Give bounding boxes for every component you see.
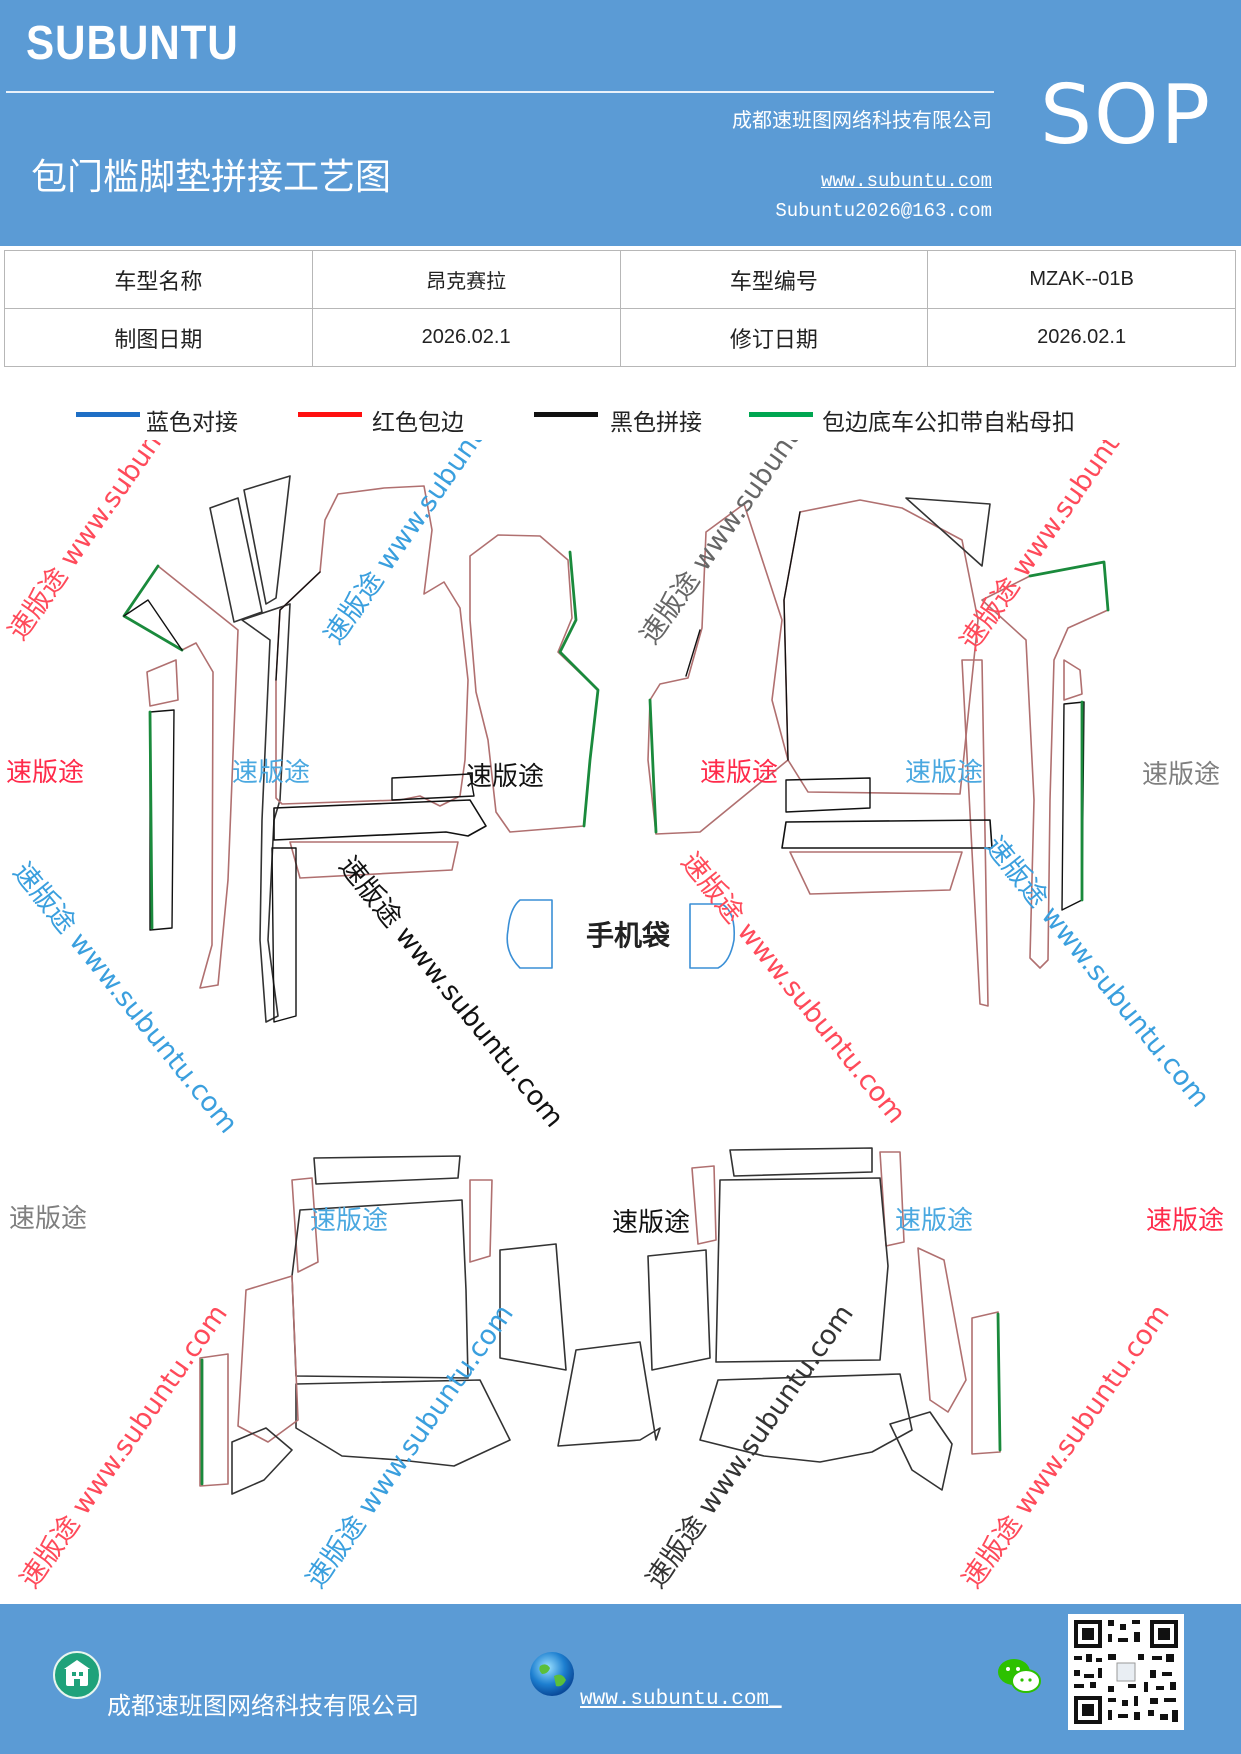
watermark-label: 速版途 [466,762,544,792]
qr-code [1068,1614,1184,1730]
tunnel-piece [557,1341,661,1447]
watermark-url: 速版途 www.subuntu.com [640,1299,860,1594]
revise-date-label: 修订日期 [619,308,929,367]
watermark-label: 速版途 [895,1206,973,1236]
phone-bag-label: 手机袋 [586,919,671,952]
building-icon [53,1651,101,1699]
watermark-url: 速版途 www.subuntu.com [333,851,570,1134]
watermark-label: 速版途 [612,1208,690,1238]
legend-red-line [298,412,362,417]
rear-right-mats [647,1147,1002,1491]
model-code-value: MZAK--01B [927,250,1236,309]
legend-red-label: 红色包边 [372,410,464,436]
header-website-link[interactable]: www.subuntu.com [820,170,992,192]
sop-badge: SOP [1040,68,1213,163]
front-right-mats [647,497,1110,1007]
watermark-label: 速版途 [9,1204,87,1234]
watermark-url: 速版途 www.subuntu.com [300,1299,520,1594]
watermark-url: 速版途 www.subuntu.com [7,857,244,1140]
watermark-url: 速版途 www.subuntu.com [318,440,538,650]
model-name-value: 昂克赛拉 [311,250,621,309]
info-table: 车型名称 昂克赛拉 车型编号 MZAK--01B 制图日期 2026.02.1 … [4,250,1236,367]
legend-green-label: 包边底车公扣带自粘母扣 [822,410,1075,436]
header-band: SUBUNTU 成都速班图网络科技有限公司 包门槛脚垫拼接工艺图 www.sub… [0,0,1241,246]
watermark-url: 速版途 www.subuntu.com [956,1299,1176,1594]
watermark-url: 速版途 www.subuntu.com [634,440,854,650]
watermark-label: 速版途 [6,758,84,788]
watermark-label: 速版途 [232,758,310,788]
header-email: Subuntu2026@163.com [775,200,992,222]
front-left-mats [122,475,600,1023]
model-code-label: 车型编号 [619,250,929,309]
watermark-url: 速版途 www.subuntu.com [675,847,912,1130]
mat-diagram: 手机袋 速版途 速版途 速版途 速版途 速版途 速版途 速版途 速版途 速版途 … [2,440,1224,1594]
watermark-label: 速版途 [1146,1206,1224,1236]
watermark-url: 速版途 www.subuntu.com [979,831,1216,1114]
watermark-label: 速版途 [310,1206,388,1236]
footer-band: 成都速班图网络科技有限公司 www.subuntu.com_ [0,1604,1241,1754]
watermark-url: 速版途 www.subuntu.com [2,440,222,646]
revise-date-value: 2026.02.1 [927,308,1236,367]
table-row: 车型名称 昂克赛拉 车型编号 MZAK--01B [4,250,1236,309]
header-company: 成都速班图网络科技有限公司 [732,108,992,132]
watermark-label: 速版途 [700,758,778,788]
globe-icon[interactable] [528,1650,576,1698]
legend-green-line [749,412,813,417]
legend-blue-label: 蓝色对接 [146,410,238,436]
draw-date-label: 制图日期 [4,308,313,367]
table-row: 制图日期 2026.02.1 修订日期 2026.02.1 [4,308,1236,367]
page-title: 包门槛脚垫拼接工艺图 [31,157,392,198]
legend-blue-line [76,412,140,417]
footer-company: 成都速班图网络科技有限公司 [107,1692,419,1720]
footer-website-link[interactable]: www.subuntu.com_ [580,1688,782,1711]
draw-date-value: 2026.02.1 [311,308,621,367]
wechat-icon[interactable] [996,1656,1042,1696]
phone-bag-pieces [506,899,736,969]
rear-left-mats [199,1155,567,1495]
watermark-label: 速版途 [905,758,983,788]
diagonal-watermarks: 速版途 www.subuntu.com 速版途 www.subuntu.com … [2,440,1215,1594]
header-divider [6,91,994,93]
watermark-labels: 速版途 速版途 速版途 速版途 速版途 速版途 速版途 速版途 速版途 速版途 … [6,758,1224,1238]
legend-black-label: 黑色拼接 [610,410,702,436]
legend-black-line [534,412,598,417]
watermark-label: 速版途 [1142,760,1220,790]
model-name-label: 车型名称 [4,250,313,309]
legend: 蓝色对接 红色包边 黑色拼接 包边底车公扣带自粘母扣 [0,403,1241,443]
brand-logo: SUBUNTU [26,17,239,70]
watermark-url: 速版途 www.subuntu.com [954,440,1174,656]
